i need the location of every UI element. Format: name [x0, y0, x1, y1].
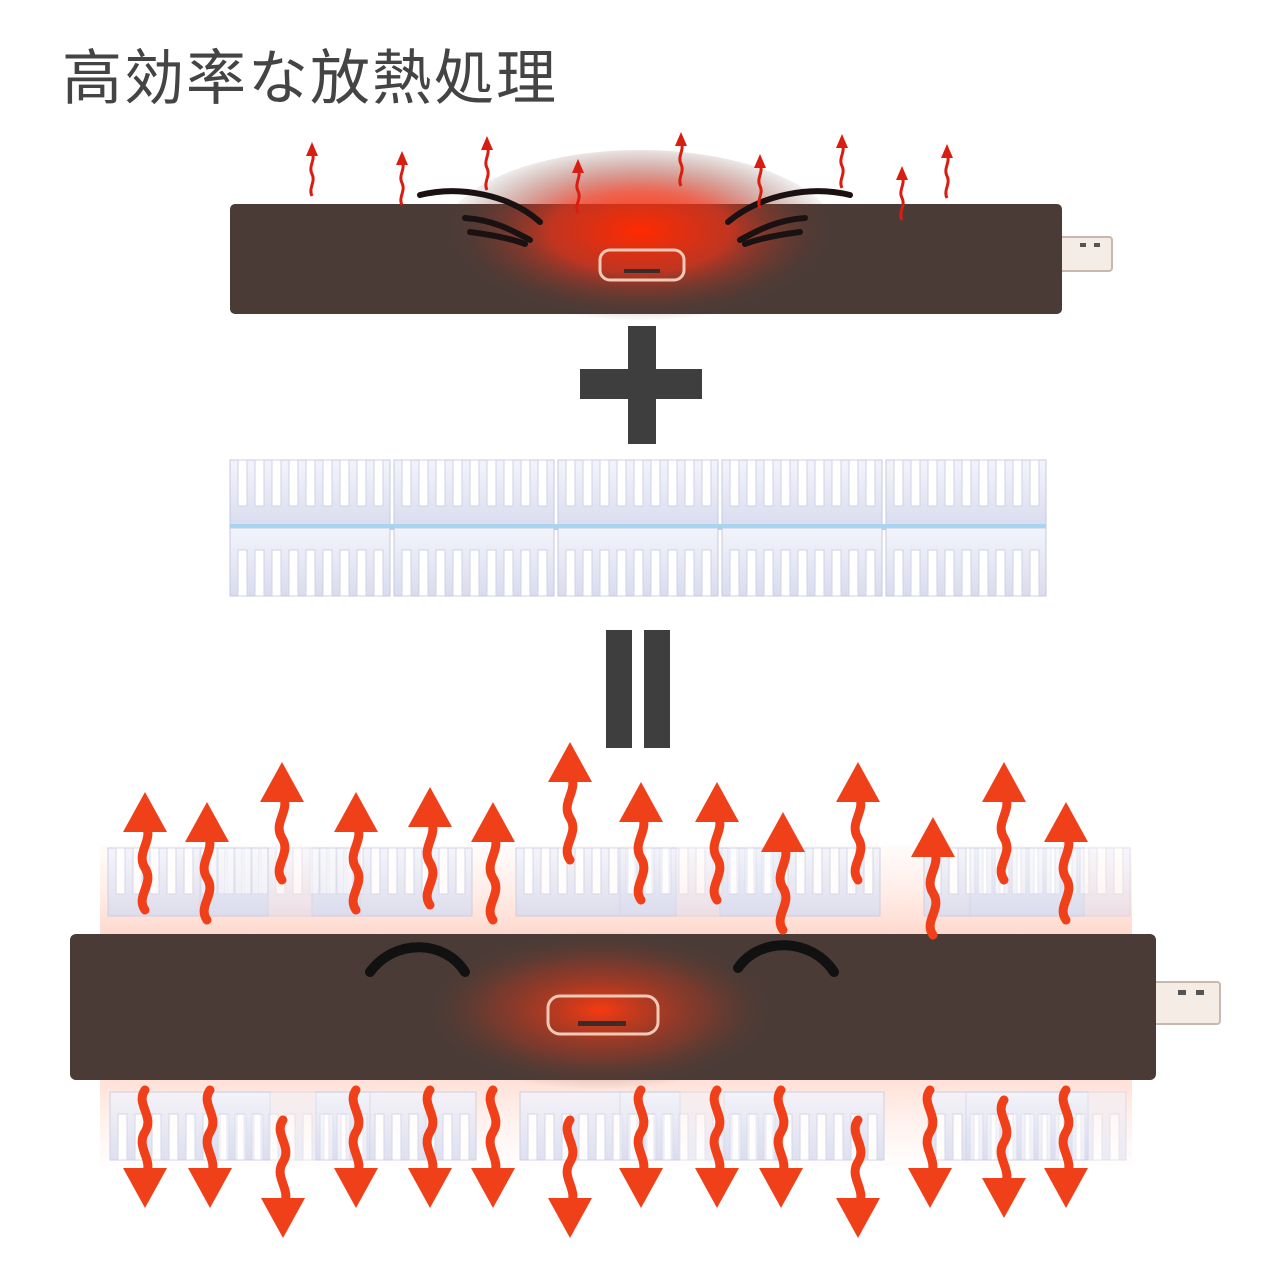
heatsink-set: [229, 459, 1047, 597]
equals-icon: [606, 630, 670, 748]
usb-connector-icon: [1057, 236, 1113, 272]
cooled-ssd: [70, 742, 1221, 1238]
heat-glow: [420, 930, 780, 1090]
happy-eyes-icon: [365, 940, 839, 977]
heat-glow: [440, 150, 840, 330]
page-title: 高効率な放熱処理: [62, 44, 558, 114]
hot-ssd: [230, 130, 1113, 330]
angry-eyes-icon: [417, 188, 853, 247]
usb-connector-icon: [1149, 981, 1221, 1025]
plus-icon: [580, 326, 702, 444]
usb-c-port-icon: [598, 248, 686, 282]
usb-c-port-icon: [546, 994, 660, 1036]
